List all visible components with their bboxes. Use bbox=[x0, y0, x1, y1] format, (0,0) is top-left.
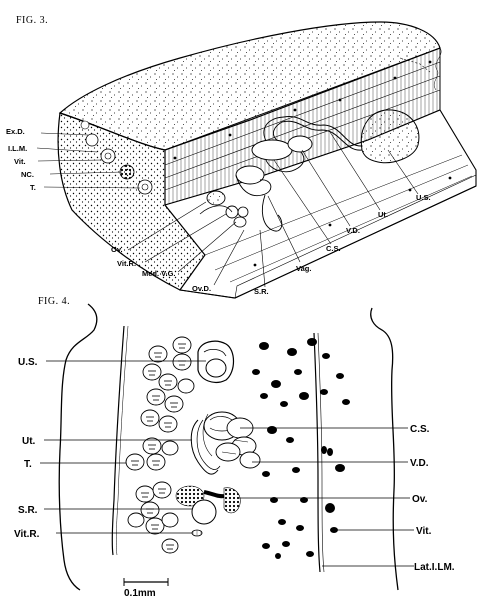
fig4-label-sr: S.R. bbox=[18, 505, 38, 516]
fig4-section-drawing bbox=[58, 303, 399, 591]
fig4-label-us: U.S. bbox=[18, 357, 38, 368]
fig4-label-cs: C.S. bbox=[410, 424, 430, 435]
fig3-block-drawing bbox=[57, 21, 477, 299]
fig3-label-ilm: I.L.M. bbox=[8, 144, 27, 153]
fig4-label-t: T. bbox=[24, 459, 32, 470]
scale-bar-label: 0.1mm bbox=[124, 588, 156, 599]
fig3-label-cs: C.S. bbox=[326, 244, 341, 253]
fig3-title: FIG. 3. bbox=[16, 15, 48, 26]
fig3-label-t: T. bbox=[30, 183, 36, 192]
fig3-labels: Ex.D. I.L.M. Vit. NC. T. Ov. Vit.R. Med.… bbox=[6, 127, 431, 296]
fig3-label-us: U.S. bbox=[416, 193, 431, 202]
fig4-label-ov: Ov. bbox=[412, 494, 428, 505]
fig4-testes bbox=[125, 336, 195, 554]
fig3-label-vit: Vit. bbox=[14, 157, 26, 166]
fig4-label-vd: V.D. bbox=[410, 458, 429, 469]
fig4-label-vit: Vit. bbox=[416, 526, 432, 537]
fig4-vitellaria bbox=[252, 338, 350, 559]
fig3-label-exd: Ex.D. bbox=[6, 127, 25, 136]
fig4-label-vitr: Vit.R. bbox=[14, 529, 40, 540]
fig3-label-ov: Ov. bbox=[111, 245, 123, 254]
fig4-labels: U.S. Ut. T. S.R. Vit.R. C.S. V.D. Ov. Vi… bbox=[14, 357, 455, 573]
fig3-label-vd: V.D. bbox=[346, 226, 360, 235]
fig3-leader-lines bbox=[36, 131, 419, 288]
fig4-label-ut: Ut. bbox=[22, 436, 36, 447]
fig4-label-latilm: Lat.I.LM. bbox=[414, 562, 455, 573]
fig3-label-ovd: Ov.D. bbox=[192, 284, 211, 293]
fig3-label-nc: NC. bbox=[21, 170, 34, 179]
fig4-leader-lines bbox=[40, 360, 414, 567]
fig3-label-sr: S.R. bbox=[254, 287, 269, 296]
fig4-title: FIG. 4. bbox=[38, 296, 70, 307]
fig3-label-medvg: Med. V.G. bbox=[142, 269, 175, 278]
fig3-label-ut: Ut. bbox=[378, 210, 388, 219]
fig3-label-vitr: Vit.R. bbox=[117, 259, 136, 268]
fig3-label-vag: Vag. bbox=[296, 264, 311, 273]
fig4-scale-bar: 0.1mm bbox=[123, 578, 169, 599]
